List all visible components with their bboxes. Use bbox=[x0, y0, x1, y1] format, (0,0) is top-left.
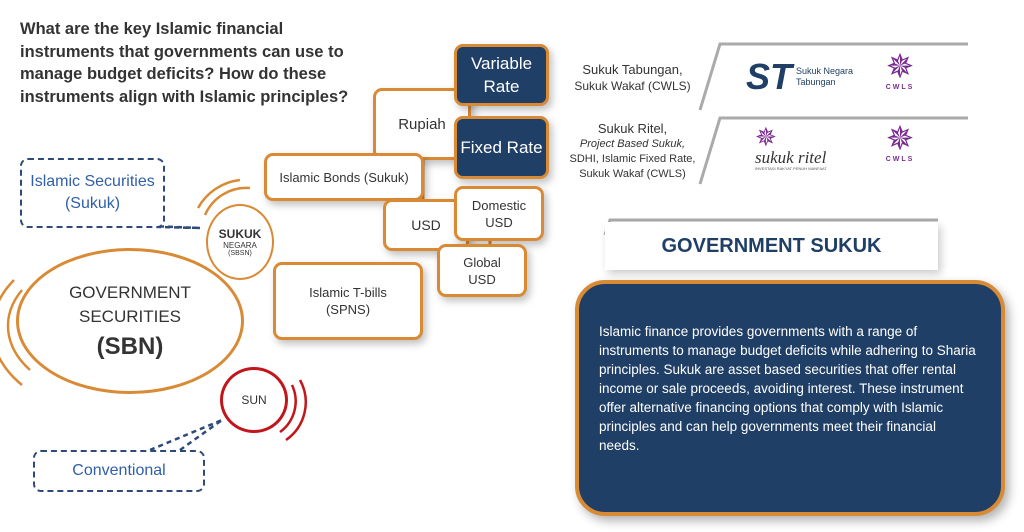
node-sbn: GOVERNMENT SECURITIES (SBN) bbox=[16, 248, 244, 394]
row-sukuk-ritel: Sukuk Ritel, Project Based Sukuk, SDHI, … bbox=[565, 120, 700, 182]
node-variable-rate: Variable Rate bbox=[454, 44, 549, 106]
logo-sukuk-ritel: ✵ sukuk ritel INVESTASI RAKYAT PENUH MAN… bbox=[755, 124, 855, 171]
row-line: Sukuk Ritel, bbox=[597, 121, 668, 136]
ritel-subtext: INVESTASI RAKYAT PENUH MANFAAT bbox=[755, 166, 827, 171]
sbn-title: GOVERNMENT SECURITIES bbox=[69, 283, 191, 326]
st-text: Sukuk Negara bbox=[796, 66, 854, 76]
cwls-text: CWLS bbox=[885, 156, 915, 163]
row-line: SDHI, Islamic Fixed Rate, bbox=[569, 153, 696, 165]
node-global-usd: Global USD bbox=[437, 244, 527, 297]
description-panel: Islamic finance provides governments wit… bbox=[575, 280, 1005, 516]
row-sukuk-tabungan: Sukuk Tabungan, Sukuk Wakaf (CWLS) bbox=[565, 62, 700, 94]
st-mark: ST bbox=[746, 56, 793, 97]
node-islamic-tbills: Islamic T-bills (SPNS) bbox=[273, 262, 423, 340]
logo-cwls-2: ✵ CWLS bbox=[878, 122, 922, 163]
row-line: Project Based Sukuk, bbox=[579, 138, 686, 150]
cwls-text: CWLS bbox=[885, 84, 915, 91]
node-islamic-bonds: Islamic Bonds (Sukuk) bbox=[264, 153, 424, 201]
node-sukuk-negara: SUKUK NEGARA (SBSN) bbox=[206, 204, 274, 280]
callout-islamic-securities: Islamic Securities (Sukuk) bbox=[20, 158, 165, 228]
description-text: Islamic finance provides governments wit… bbox=[599, 324, 976, 453]
question-heading: What are the key Islamic financial instr… bbox=[20, 20, 349, 106]
node-fixed-rate: Fixed Rate bbox=[454, 116, 549, 179]
government-sukuk-header: GOVERNMENT SUKUK bbox=[605, 222, 938, 270]
sbn-abbr: (SBN) bbox=[96, 333, 164, 360]
st-text: Tabungan bbox=[796, 77, 836, 87]
node-domestic-usd: Domestic USD bbox=[454, 186, 544, 241]
row-line: Sukuk Wakaf (CWLS) bbox=[579, 168, 686, 180]
sukuk-negara-title: SUKUK bbox=[218, 227, 262, 241]
node-sun: SUN bbox=[220, 367, 288, 433]
sukuk-negara-sub: NEGARA bbox=[223, 241, 257, 250]
callout-conventional: Conventional bbox=[33, 450, 205, 492]
cwls-star-icon: ✵ bbox=[885, 48, 915, 86]
accent-arcs bbox=[0, 178, 251, 386]
sukuk-negara-abbr: (SBSN) bbox=[228, 250, 252, 257]
row-line: Sukuk Tabungan, bbox=[582, 62, 683, 77]
ritel-text: sukuk ritel bbox=[755, 148, 827, 167]
ritel-star-icon: ✵ bbox=[755, 122, 777, 152]
cwls-star-icon: ✵ bbox=[885, 120, 915, 158]
logo-cwls: ✵ CWLS bbox=[878, 50, 922, 91]
row-line: Sukuk Wakaf (CWLS) bbox=[574, 79, 691, 93]
